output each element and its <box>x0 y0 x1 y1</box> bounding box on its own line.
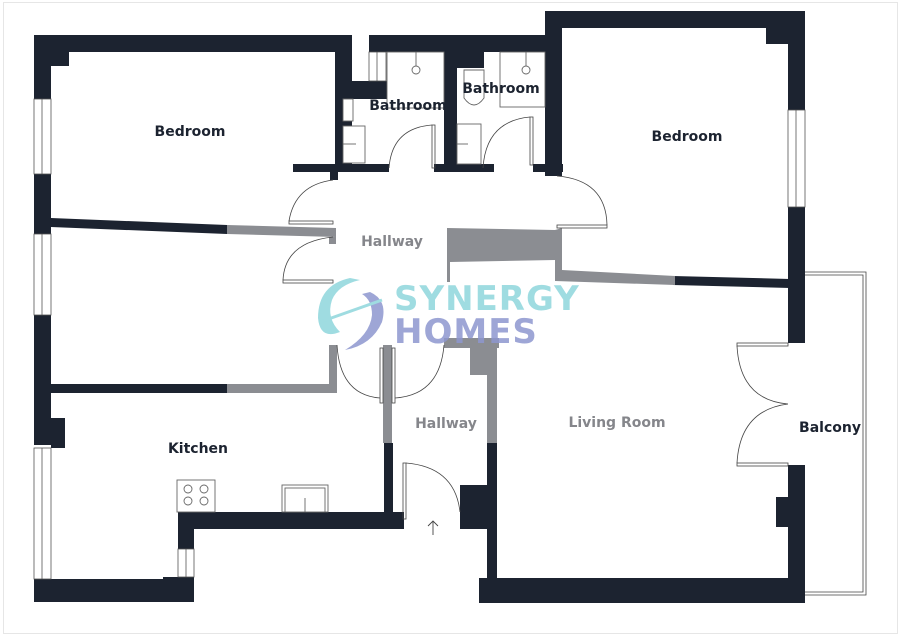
walls <box>34 11 805 603</box>
windows <box>33 51 806 580</box>
room-label-living-room: Living Room <box>568 415 665 431</box>
room-label-bathroom-2: Bathroom <box>462 81 540 97</box>
room-label-bedroom-1: Bedroom <box>155 124 226 140</box>
room-label-kitchen: Kitchen <box>168 441 228 457</box>
fixtures <box>176 51 546 535</box>
room-label-balcony: Balcony <box>799 420 861 436</box>
muted-walls <box>227 225 675 443</box>
logo-swirl-icon <box>318 278 384 350</box>
room-label-bathroom-1: Bathroom <box>369 98 447 114</box>
doors <box>282 116 789 520</box>
sink-icon <box>281 484 329 513</box>
entrance-arrow-icon <box>427 520 439 535</box>
synergy-homes-logo: SYNERGY HOMES <box>318 278 580 352</box>
room-labels: Bedroom Bathroom Bathroom Bedroom Hallwa… <box>155 81 861 457</box>
room-label-hallway-2: Hallway <box>415 416 477 432</box>
hob-icon <box>176 479 216 513</box>
logo-text-synergy: SYNERGY <box>394 279 580 319</box>
room-label-bedroom-2: Bedroom <box>652 129 723 145</box>
balcony-railing <box>805 271 867 596</box>
logo-text-homes: HOMES <box>394 312 538 352</box>
room-label-hallway-1: Hallway <box>361 234 423 250</box>
